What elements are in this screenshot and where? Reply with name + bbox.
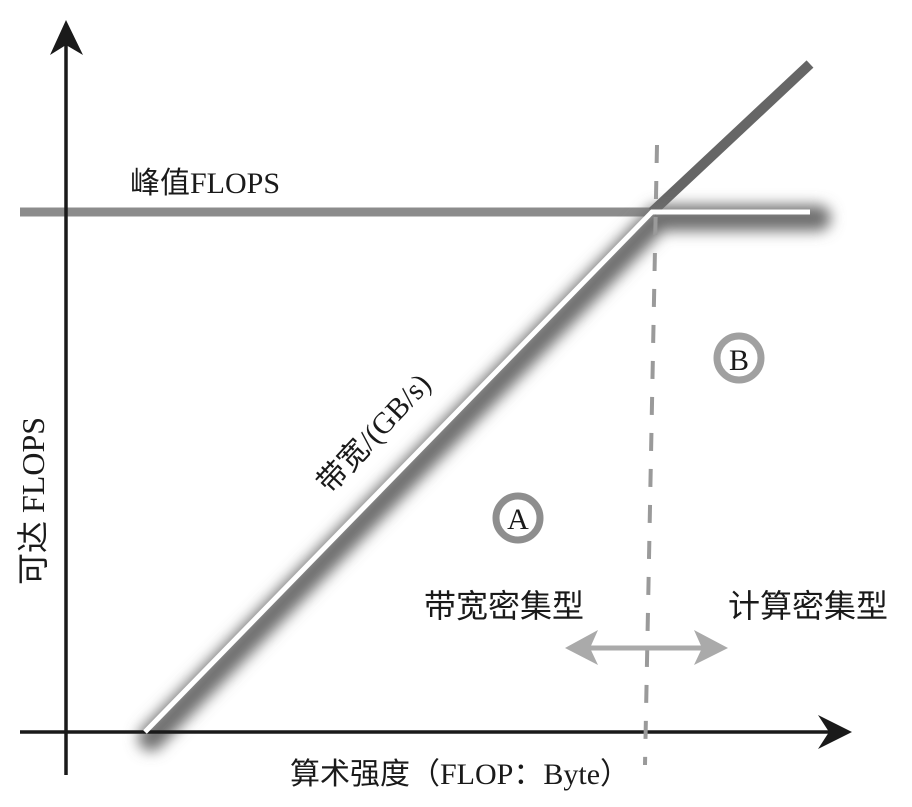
y-axis-arrow-icon xyxy=(50,20,83,55)
peak-flops-label: 峰值FLOPS xyxy=(130,167,280,200)
ridge-divider-dashed xyxy=(643,144,659,766)
compute-bound-label: 计算密集型 xyxy=(728,588,888,624)
x-axis-label: 算术强度（FLOP：Byte） xyxy=(290,758,630,791)
roofline-shadow xyxy=(138,205,831,751)
bandwidth-bound-label: 带宽密集型 xyxy=(424,588,584,624)
x-axis-arrow-icon xyxy=(818,715,852,749)
point-b-label: B xyxy=(729,344,749,377)
double-arrow-icon xyxy=(565,630,728,665)
point-a-marker: A xyxy=(492,492,544,544)
point-a-label: A xyxy=(507,503,529,536)
point-b-marker: B xyxy=(713,332,765,384)
y-axis-label: 可达 FLOPS xyxy=(15,417,51,585)
roofline-highlight xyxy=(143,209,810,734)
bandwidth-extension-line xyxy=(648,60,814,216)
